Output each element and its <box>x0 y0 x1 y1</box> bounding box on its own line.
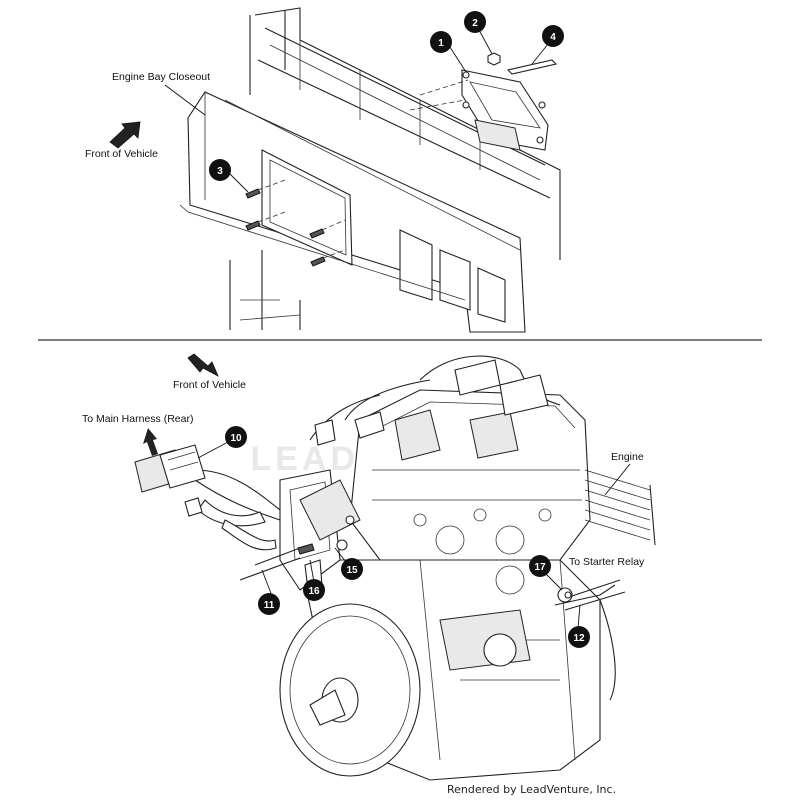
callout-10: 10 <box>197 426 247 459</box>
closeout-bolts <box>245 179 346 267</box>
callout-15: 15 <box>334 547 363 580</box>
ecu-gasket-plate <box>506 59 558 75</box>
callout-1: 1 <box>430 31 467 73</box>
main-harness-connector <box>134 444 206 517</box>
front-of-vehicle-arrow-bottom <box>187 353 219 377</box>
wiring-harness <box>194 355 626 701</box>
svg-text:11: 11 <box>264 600 275 611</box>
callout-16: 16 <box>303 559 325 601</box>
svg-text:16: 16 <box>308 586 320 597</box>
to-starter-relay-label: To Starter Relay <box>569 556 645 568</box>
svg-text:15: 15 <box>346 565 358 576</box>
to-main-harness-arrow <box>143 428 158 456</box>
svg-text:3: 3 <box>217 166 223 177</box>
callout-4: 4 <box>531 25 564 65</box>
callout-12: 12 <box>568 604 590 648</box>
callout-3: 3 <box>209 159 249 193</box>
svg-text:17: 17 <box>534 562 546 573</box>
starter-relay-cable <box>554 584 616 606</box>
engine-bay-closeout-label: Engine Bay Closeout <box>112 71 210 83</box>
svg-text:1: 1 <box>438 38 444 49</box>
top-panel: Engine Bay Closeout Front of Vehicle 1 2… <box>85 7 564 333</box>
svg-text:12: 12 <box>573 633 585 644</box>
svg-text:10: 10 <box>230 433 242 444</box>
callout-2: 2 <box>464 11 493 55</box>
bottom-panel: LEADVENTURE <box>82 353 656 781</box>
ecu-nut <box>487 52 501 66</box>
rendered-by-credit: Rendered by LeadVenture, Inc. <box>447 783 616 796</box>
engine-assembly <box>279 389 656 781</box>
ecu-module <box>461 69 549 151</box>
chassis-frame <box>229 7 561 330</box>
engine-bay-closeout-panel <box>179 91 526 333</box>
front-of-vehicle-arrow-top <box>109 121 141 149</box>
front-of-vehicle-label-top: Front of Vehicle <box>85 148 158 160</box>
svg-text:4: 4 <box>550 32 556 43</box>
svg-text:2: 2 <box>472 18 478 29</box>
callout-11: 11 <box>258 569 280 615</box>
to-main-harness-label: To Main Harness (Rear) <box>82 413 193 425</box>
engine-label: Engine <box>611 451 644 463</box>
callout-17: 17 <box>529 555 563 591</box>
front-of-vehicle-label-bottom: Front of Vehicle <box>173 379 246 391</box>
